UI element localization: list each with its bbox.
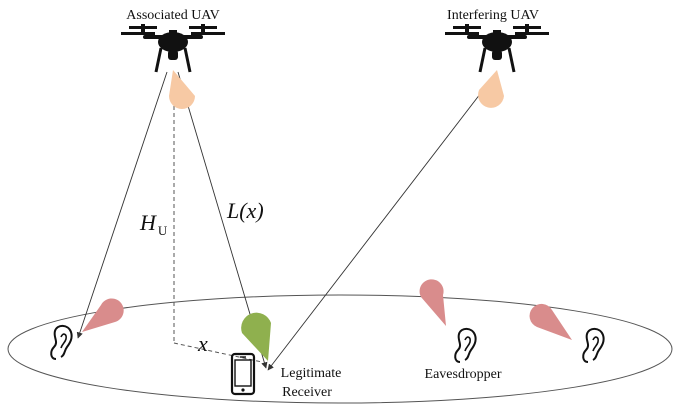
interfering-uav-beam (478, 70, 504, 108)
receiver-beam (241, 312, 271, 361)
receiver-label-line1: Legitimate (281, 366, 342, 381)
interference-link (267, 71, 498, 371)
right-eavesdropper-ear-icon (582, 327, 605, 363)
receiver-label-line2: Receiver (282, 385, 332, 400)
horizontal-line (173, 342, 263, 363)
eavesdropper-label: Eavesdropper (425, 367, 502, 382)
associated-uav-label: Associated UAV (126, 8, 219, 23)
associated-uav-beam (169, 70, 195, 109)
horizontal-distance-label: x (197, 331, 208, 356)
ground-area (7, 294, 673, 404)
middle-eavesdropper-ear-icon (454, 327, 477, 363)
distance-label: L(x) (226, 198, 264, 223)
link-to-left-eavesdropper (76, 71, 168, 339)
associated-uav-icon (121, 24, 225, 73)
middle-eavesdropper-beam (419, 279, 446, 326)
interfering-uav-label: Interfering UAV (447, 8, 539, 23)
right-eavesdropper-beam (529, 303, 572, 340)
interfering-uav-icon (445, 24, 549, 73)
left-eavesdropper-beam (82, 298, 124, 332)
left-eavesdropper-ear-icon (50, 324, 73, 360)
smartphone-icon (230, 352, 256, 396)
